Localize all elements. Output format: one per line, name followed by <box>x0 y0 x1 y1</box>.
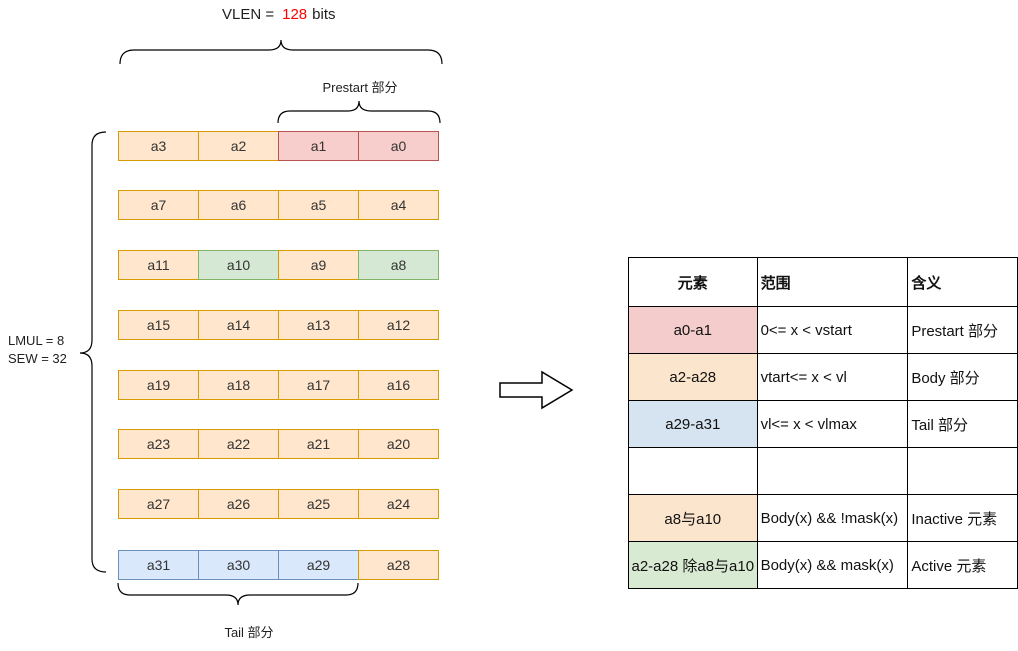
register-cell: a22 <box>198 429 279 459</box>
register-cell: a27 <box>118 489 199 519</box>
register-cell: a3 <box>118 131 199 161</box>
register-cell: a1 <box>278 131 359 161</box>
register-cell: a23 <box>118 429 199 459</box>
register-cell: a20 <box>358 429 439 459</box>
legend-cell-meaning: Tail 部分 <box>907 400 1018 448</box>
legend-row-inactive: a8与a10 Body(x) && !mask(x) Inactive 元素 <box>628 494 1018 542</box>
legend-header-range: 范围 <box>756 257 909 307</box>
legend-row-tail: a29-a31 vl<= x < vlmax Tail 部分 <box>628 400 1018 448</box>
legend-cell-meaning: Active 元素 <box>907 541 1018 589</box>
legend-header-meaning: 含义 <box>907 257 1018 307</box>
register-cell: a24 <box>358 489 439 519</box>
register-row-2: a11 a10 a9 a8 <box>118 250 439 280</box>
lmul-brace <box>79 131 107 573</box>
sew-label: SEW = 32 <box>8 351 67 366</box>
vlen-brace <box>119 39 443 65</box>
legend-cell-elements: a8与a10 <box>628 494 758 542</box>
register-cell: a0 <box>358 131 439 161</box>
register-cell: a16 <box>358 370 439 400</box>
legend-cell-meaning: Prestart 部分 <box>907 306 1018 354</box>
legend-row-empty <box>628 447 1018 495</box>
legend-cell-elements: a2-a28 除a8与a10 <box>628 541 758 589</box>
register-cell: a31 <box>118 550 199 580</box>
register-cell: a28 <box>358 550 439 580</box>
register-cell: a9 <box>278 250 359 280</box>
legend-cell-range <box>756 447 909 495</box>
register-cell: a7 <box>118 190 199 220</box>
vlen-title-prefix: VLEN = <box>222 6 275 23</box>
legend-table: 元素 范围 含义 a0-a1 0<= x < vstart Prestart 部… <box>628 257 1018 589</box>
legend-header-element: 元素 <box>628 257 758 307</box>
register-cell: a5 <box>278 190 359 220</box>
register-cell: a25 <box>278 489 359 519</box>
register-row-5: a23 a22 a21 a20 <box>118 429 439 459</box>
register-cell: a2 <box>198 131 279 161</box>
register-row-7: a31 a30 a29 a28 <box>118 550 439 580</box>
legend-row-prestart: a0-a1 0<= x < vstart Prestart 部分 <box>628 306 1018 354</box>
lmul-sew-label: LMUL = 8 SEW = 32 <box>8 332 67 368</box>
register-cell: a26 <box>198 489 279 519</box>
legend-cell-range: Body(x) && mask(x) <box>756 541 909 589</box>
register-cell: a4 <box>358 190 439 220</box>
register-cell: a17 <box>278 370 359 400</box>
legend-cell-elements: a0-a1 <box>628 306 758 354</box>
register-cell: a21 <box>278 429 359 459</box>
lmul-label: LMUL = 8 <box>8 333 65 348</box>
legend-header-row: 元素 范围 含义 <box>628 257 1018 307</box>
register-cell: a12 <box>358 310 439 340</box>
legend-cell-meaning: Inactive 元素 <box>907 494 1018 542</box>
register-cell: a30 <box>198 550 279 580</box>
register-cell: a29 <box>278 550 359 580</box>
register-row-0: a3 a2 a1 a0 <box>118 131 439 161</box>
register-row-3: a15 a14 a13 a12 <box>118 310 439 340</box>
register-cell: a8 <box>358 250 439 280</box>
register-row-6: a27 a26 a25 a24 <box>118 489 439 519</box>
register-cell: a15 <box>118 310 199 340</box>
prestart-label: Prestart 部分 <box>322 80 398 95</box>
tail-brace <box>117 582 359 606</box>
legend-cell-range: vl<= x < vlmax <box>756 400 909 448</box>
legend-cell-range: vtart<= x < vl <box>756 353 909 401</box>
vlen-title-suffix: bits <box>312 6 336 23</box>
legend-cell-elements <box>628 447 758 495</box>
register-cell: a19 <box>118 370 199 400</box>
legend-cell-meaning: Body 部分 <box>907 353 1018 401</box>
legend-row-body: a2-a28 vtart<= x < vl Body 部分 <box>628 353 1018 401</box>
legend-cell-elements: a2-a28 <box>628 353 758 401</box>
register-row-1: a7 a6 a5 a4 <box>118 190 439 220</box>
register-cell: a18 <box>198 370 279 400</box>
register-cell: a11 <box>118 250 199 280</box>
register-cell: a10 <box>198 250 279 280</box>
register-row-4: a19 a18 a17 a16 <box>118 370 439 400</box>
legend-cell-elements: a29-a31 <box>628 400 758 448</box>
register-cell: a14 <box>198 310 279 340</box>
vlen-value: 128 <box>282 6 308 23</box>
tail-label: Tail 部分 <box>224 625 274 640</box>
legend-cell-range: 0<= x < vstart <box>756 306 909 354</box>
legend-cell-meaning <box>907 447 1018 495</box>
register-cell: a13 <box>278 310 359 340</box>
legend-cell-range: Body(x) && !mask(x) <box>756 494 909 542</box>
right-arrow-icon <box>499 370 574 410</box>
prestart-brace <box>277 100 441 124</box>
legend-row-active: a2-a28 除a8与a10 Body(x) && mask(x) Active… <box>628 541 1018 589</box>
register-cell: a6 <box>198 190 279 220</box>
